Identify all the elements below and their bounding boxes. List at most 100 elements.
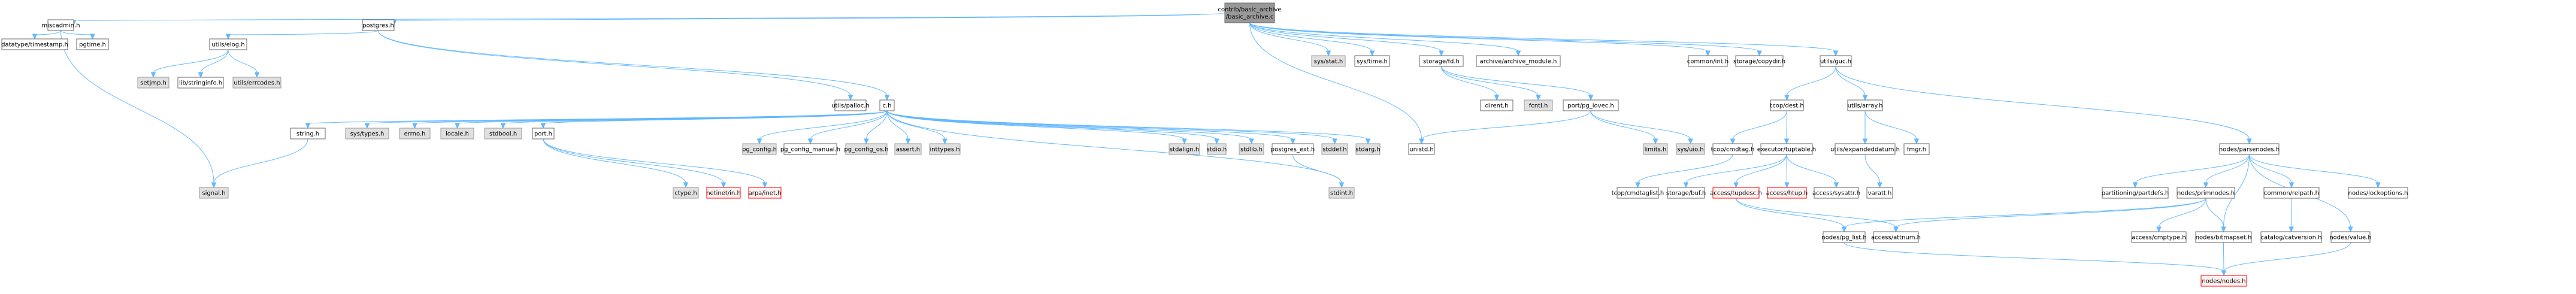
node-timestamp[interactable]: datatype/timestamp.h bbox=[1, 38, 68, 50]
node-stdint[interactable]: stdint.h bbox=[1328, 187, 1355, 199]
node-nodes[interactable]: nodes/nodes.h bbox=[2200, 275, 2247, 287]
node-errcodes[interactable]: utils/errcodes.h bbox=[232, 77, 281, 89]
node-stdio[interactable]: stdio.h bbox=[1207, 143, 1227, 155]
node-dest[interactable]: tcop/dest.h bbox=[1770, 99, 1804, 111]
node-label: utils/errcodes.h bbox=[234, 80, 280, 87]
node-box bbox=[1524, 99, 1553, 111]
edge-line bbox=[228, 30, 379, 35]
node-cmdtag[interactable]: tcop/cmdtag.h bbox=[1711, 143, 1755, 155]
node-netinetin[interactable]: netinet/in.h bbox=[706, 187, 741, 199]
node-port[interactable]: port.h bbox=[532, 128, 555, 140]
node-pgconfigos[interactable]: pg_config_os.h bbox=[844, 143, 889, 155]
node-label: stdio.h bbox=[1207, 147, 1227, 153]
arrowhead-icon bbox=[2375, 182, 2381, 189]
node-stdarg[interactable]: stdarg.h bbox=[1355, 143, 1381, 155]
arrowhead-icon bbox=[1339, 182, 1345, 189]
node-fmgr[interactable]: fmgr.h bbox=[1903, 143, 1930, 155]
node-miscadmin[interactable]: miscadmin.h bbox=[41, 19, 80, 31]
node-sysuio[interactable]: sys/uio.h bbox=[1676, 143, 1705, 155]
node-box bbox=[47, 19, 74, 31]
edge-line bbox=[759, 110, 888, 140]
node-pglist[interactable]: nodes/pg_list.h bbox=[1821, 231, 1867, 243]
node-unistd[interactable]: unistd.h bbox=[1408, 143, 1435, 155]
node-cmdtaglist[interactable]: tcop/cmdtaglist.h bbox=[1612, 187, 1664, 199]
node-signal[interactable]: signal.h bbox=[199, 187, 229, 199]
node-primnodes[interactable]: nodes/primnodes.h bbox=[2177, 187, 2235, 199]
node-stdbool[interactable]: stdbool.h bbox=[484, 128, 522, 140]
node-dirent[interactable]: dirent.h bbox=[1480, 99, 1513, 111]
node-postgresext[interactable]: postgres_ext.h bbox=[1271, 143, 1315, 155]
node-buf[interactable]: storage/buf.h bbox=[1666, 187, 1706, 199]
node-pgconfig[interactable]: pg_config.h bbox=[742, 143, 777, 155]
node-partdefs[interactable]: partitioning/partdefs.h bbox=[2102, 187, 2169, 199]
node-palloc[interactable]: utils/palloc.h bbox=[831, 99, 870, 111]
node-root[interactable]: contrib/basic_archive/basic_archive.c bbox=[1218, 2, 1282, 23]
node-array[interactable]: utils/array.h bbox=[1847, 99, 1883, 111]
node-box bbox=[834, 99, 867, 111]
node-htup[interactable]: access/htup.h bbox=[1766, 187, 1808, 199]
node-string[interactable]: string.h bbox=[290, 128, 326, 140]
node-locale[interactable]: locale.h bbox=[440, 128, 474, 140]
node-elog[interactable]: utils/elog.h bbox=[209, 38, 247, 50]
node-limits[interactable]: limits.h bbox=[1643, 143, 1668, 155]
node-postgres[interactable]: postgres.h bbox=[362, 19, 395, 31]
node-fcntl[interactable]: fcntl.h bbox=[1524, 99, 1553, 111]
arrowhead-icon bbox=[721, 182, 727, 189]
edge-parsenodes-to-lockoptions bbox=[2249, 154, 2381, 189]
node-parsenodes[interactable]: nodes/parsenodes.h bbox=[2219, 143, 2280, 155]
node-box bbox=[1408, 143, 1435, 155]
node-label: tcop/dest.h bbox=[1770, 103, 1803, 110]
node-assert[interactable]: assert.h bbox=[894, 143, 922, 155]
node-relpath[interactable]: common/relpath.h bbox=[2263, 187, 2320, 199]
edge-root-to-fd bbox=[1249, 22, 1444, 57]
node-attnum[interactable]: access/attnum.h bbox=[1871, 231, 1921, 243]
node-sysstat[interactable]: sys/stat.h bbox=[1311, 55, 1346, 67]
node-pgiovec[interactable]: port/pg_iovec.h bbox=[1563, 99, 1619, 111]
node-pgconfigmanual[interactable]: pg_config_manual.h bbox=[780, 143, 840, 155]
edge-line bbox=[1844, 198, 2206, 228]
node-bitmapset[interactable]: nodes/bitmapset.h bbox=[2195, 231, 2252, 243]
node-label: dirent.h bbox=[1485, 103, 1509, 110]
edge-postgres-to-palloc bbox=[378, 30, 853, 101]
node-expandeddatum[interactable]: utils/expandeddatum.h bbox=[1830, 143, 1900, 155]
node-varatt[interactable]: varatt.h bbox=[1866, 187, 1893, 199]
node-stdlib[interactable]: stdlib.h bbox=[1239, 143, 1264, 155]
node-catversion[interactable]: catalog/catversion.h bbox=[2260, 231, 2322, 243]
node-cmptype[interactable]: access/cmptype.h bbox=[2131, 231, 2187, 243]
node-arpainet[interactable]: arpa/inet.h bbox=[748, 187, 782, 199]
node-value[interactable]: nodes/value.h bbox=[2329, 231, 2372, 243]
node-commonint[interactable]: common/int.h bbox=[1687, 55, 1729, 67]
node-inttypes[interactable]: inttypes.h bbox=[929, 143, 961, 155]
node-lockoptions[interactable]: nodes/lockoptions.h bbox=[2348, 187, 2408, 199]
node-pgtime[interactable]: pgtime.h bbox=[76, 38, 109, 50]
node-c[interactable]: c.h bbox=[879, 99, 895, 111]
node-tupdesc[interactable]: access/tupdesc.h bbox=[1710, 187, 1762, 199]
node-archivemodule[interactable]: archive/archive_module.h bbox=[1476, 55, 1561, 67]
arrowhead-icon bbox=[1683, 182, 1689, 189]
node-setjmp[interactable]: setjmp.h bbox=[137, 77, 169, 89]
node-sysattr[interactable]: access/sysattr.h bbox=[1812, 187, 1860, 199]
node-stddef[interactable]: stddef.h bbox=[1321, 143, 1348, 155]
node-stdalign[interactable]: stdalign.h bbox=[1169, 143, 1200, 155]
node-guc[interactable]: utils/guc.h bbox=[1820, 55, 1852, 67]
edge-primnodes-to-cmptype bbox=[2156, 198, 2206, 233]
node-box bbox=[177, 77, 224, 89]
edge-line bbox=[60, 30, 214, 184]
arrowhead-icon bbox=[1784, 138, 1790, 145]
node-box bbox=[209, 38, 247, 50]
node-systime[interactable]: sys/time.h bbox=[1354, 55, 1390, 67]
edge-port-to-arpainet bbox=[543, 138, 768, 189]
node-systypes[interactable]: sys/types.h bbox=[345, 128, 389, 140]
node-fd[interactable]: storage/fd.h bbox=[1419, 55, 1464, 67]
node-tuptable[interactable]: executor/tuptable.h bbox=[1757, 143, 1817, 155]
node-box bbox=[2263, 187, 2320, 199]
node-stringinfo[interactable]: lib/stringinfo.h bbox=[177, 77, 224, 89]
edge-line bbox=[1249, 22, 1422, 140]
node-copydir[interactable]: storage/copydir.h bbox=[1733, 55, 1785, 67]
node-box bbox=[706, 187, 741, 199]
arrowhead-icon bbox=[90, 34, 95, 40]
edge-root-to-systime bbox=[1249, 22, 1375, 57]
node-ctype[interactable]: ctype.h bbox=[673, 187, 699, 199]
node-errno[interactable]: errno.h bbox=[399, 128, 431, 140]
node-label: setjmp.h bbox=[140, 80, 167, 87]
